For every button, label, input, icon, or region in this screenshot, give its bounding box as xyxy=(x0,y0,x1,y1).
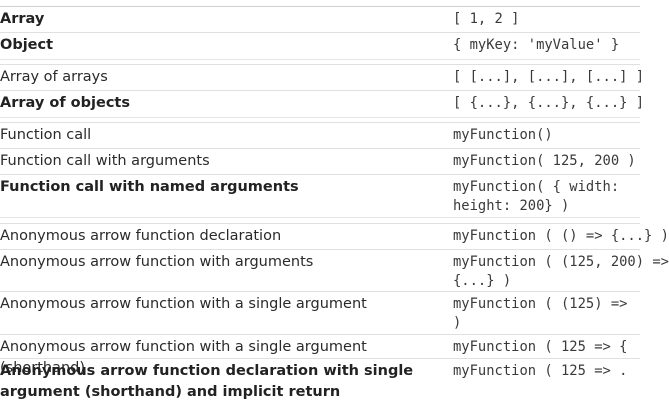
row-label: Anonymous arrow function with a single a… xyxy=(0,296,367,312)
table-row-arrow-arguments: Anonymous arrow function with arguments … xyxy=(0,249,669,291)
table-row-arrow-single-argument-shorthand: Anonymous arrow function with a single a… xyxy=(0,334,640,376)
row-label: Function call with arguments xyxy=(0,153,210,169)
row-label: Array of objects xyxy=(0,95,130,111)
table-row-arrow-single-argument: Anonymous arrow function with a single a… xyxy=(0,291,640,334)
table-row-array-of-arrays: Array of arrays [ [...], [...], [...] ] xyxy=(0,64,645,90)
row-code: [ 1, 2 ] xyxy=(453,11,520,27)
row-divider xyxy=(0,334,640,335)
row-label: Function call xyxy=(0,127,92,143)
row-divider xyxy=(0,148,640,149)
table-row-function-call-arguments: Function call with arguments myFunction(… xyxy=(0,148,640,174)
row-label: Anonymous arrow function declaration wit… xyxy=(0,363,414,400)
row-code: myFunction( 125, 200 ) xyxy=(453,153,636,169)
row-label: Object xyxy=(0,37,54,53)
row-divider xyxy=(0,32,640,33)
row-code: myFunction ( (125, 200) => {...} ) xyxy=(453,254,669,289)
table-top-rule xyxy=(0,6,640,7)
row-code: myFunction ( 125 => . xyxy=(453,363,628,379)
row-divider xyxy=(0,249,640,250)
row-divider xyxy=(0,358,640,359)
group-divider xyxy=(0,217,640,218)
table-row-arrow-implicit-return: Anonymous arrow function declaration wit… xyxy=(0,358,640,400)
row-code: myFunction ( (125) => ) xyxy=(453,296,628,331)
table-row-function-call: Function call myFunction() xyxy=(0,122,640,148)
row-code: [ [...], [...], [...] ] xyxy=(453,69,645,85)
row-divider xyxy=(0,122,640,123)
row-divider xyxy=(0,291,640,292)
row-divider xyxy=(0,90,640,91)
row-code: { myKey: 'myValue' } xyxy=(453,37,620,53)
table-row-arrow-declaration: Anonymous arrow function declaration myF… xyxy=(0,223,669,249)
group-divider xyxy=(0,117,640,118)
table-row-array-of-objects: Array of objects [ {...}, {...}, {...} ] xyxy=(0,90,645,117)
reference-table: Array [ 1, 2 ] Object { myKey: 'myValue'… xyxy=(0,6,669,400)
row-label: Anonymous arrow function declaration xyxy=(0,228,282,244)
row-code: [ {...}, {...}, {...} ] xyxy=(453,95,645,111)
row-label: Anonymous arrow function with a single a… xyxy=(0,339,367,376)
row-label: Anonymous arrow function with arguments xyxy=(0,254,314,270)
table-row-object: Object { myKey: 'myValue' } xyxy=(0,32,640,59)
row-divider xyxy=(0,64,640,65)
row-code: myFunction ( () => {...} ) xyxy=(453,228,669,244)
row-label: Array of arrays xyxy=(0,69,108,85)
table-row-array: Array [ 1, 2 ] xyxy=(0,6,640,33)
row-code: myFunction( { width: height: 200} ) xyxy=(453,179,620,214)
row-code: myFunction() xyxy=(453,127,553,143)
row-label: Array xyxy=(0,11,45,27)
row-code: myFunction ( 125 => { xyxy=(453,339,628,355)
row-label: Function call with named arguments xyxy=(0,179,299,195)
group-divider xyxy=(0,59,640,60)
row-divider xyxy=(0,174,640,175)
row-divider xyxy=(0,223,640,224)
table-row-function-call-named-arguments: Function call with named arguments myFun… xyxy=(0,174,640,217)
